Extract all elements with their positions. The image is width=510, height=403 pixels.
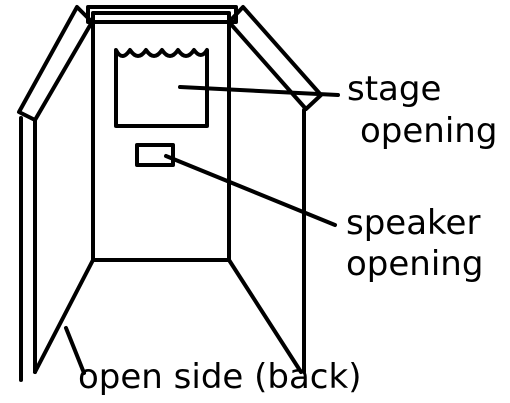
speaker-opening: [135, 143, 175, 167]
stage-opening-label-line1: stage: [347, 69, 441, 109]
open-side-label: open side (back): [78, 357, 361, 397]
stage-opening-label-line2: opening: [360, 111, 497, 151]
speaker-opening-label-line1: speaker: [346, 203, 480, 243]
stage-opening: [114, 48, 209, 128]
speaker-leader-line: [164, 154, 337, 227]
open-side-leader-line: [64, 326, 86, 375]
leader-lines: [64, 85, 340, 375]
speaker-opening-label-line2: opening: [346, 244, 483, 284]
left-wing-panel: [17, 5, 95, 382]
center-panel: [86, 5, 238, 262]
stage-leader-line: [178, 85, 340, 97]
